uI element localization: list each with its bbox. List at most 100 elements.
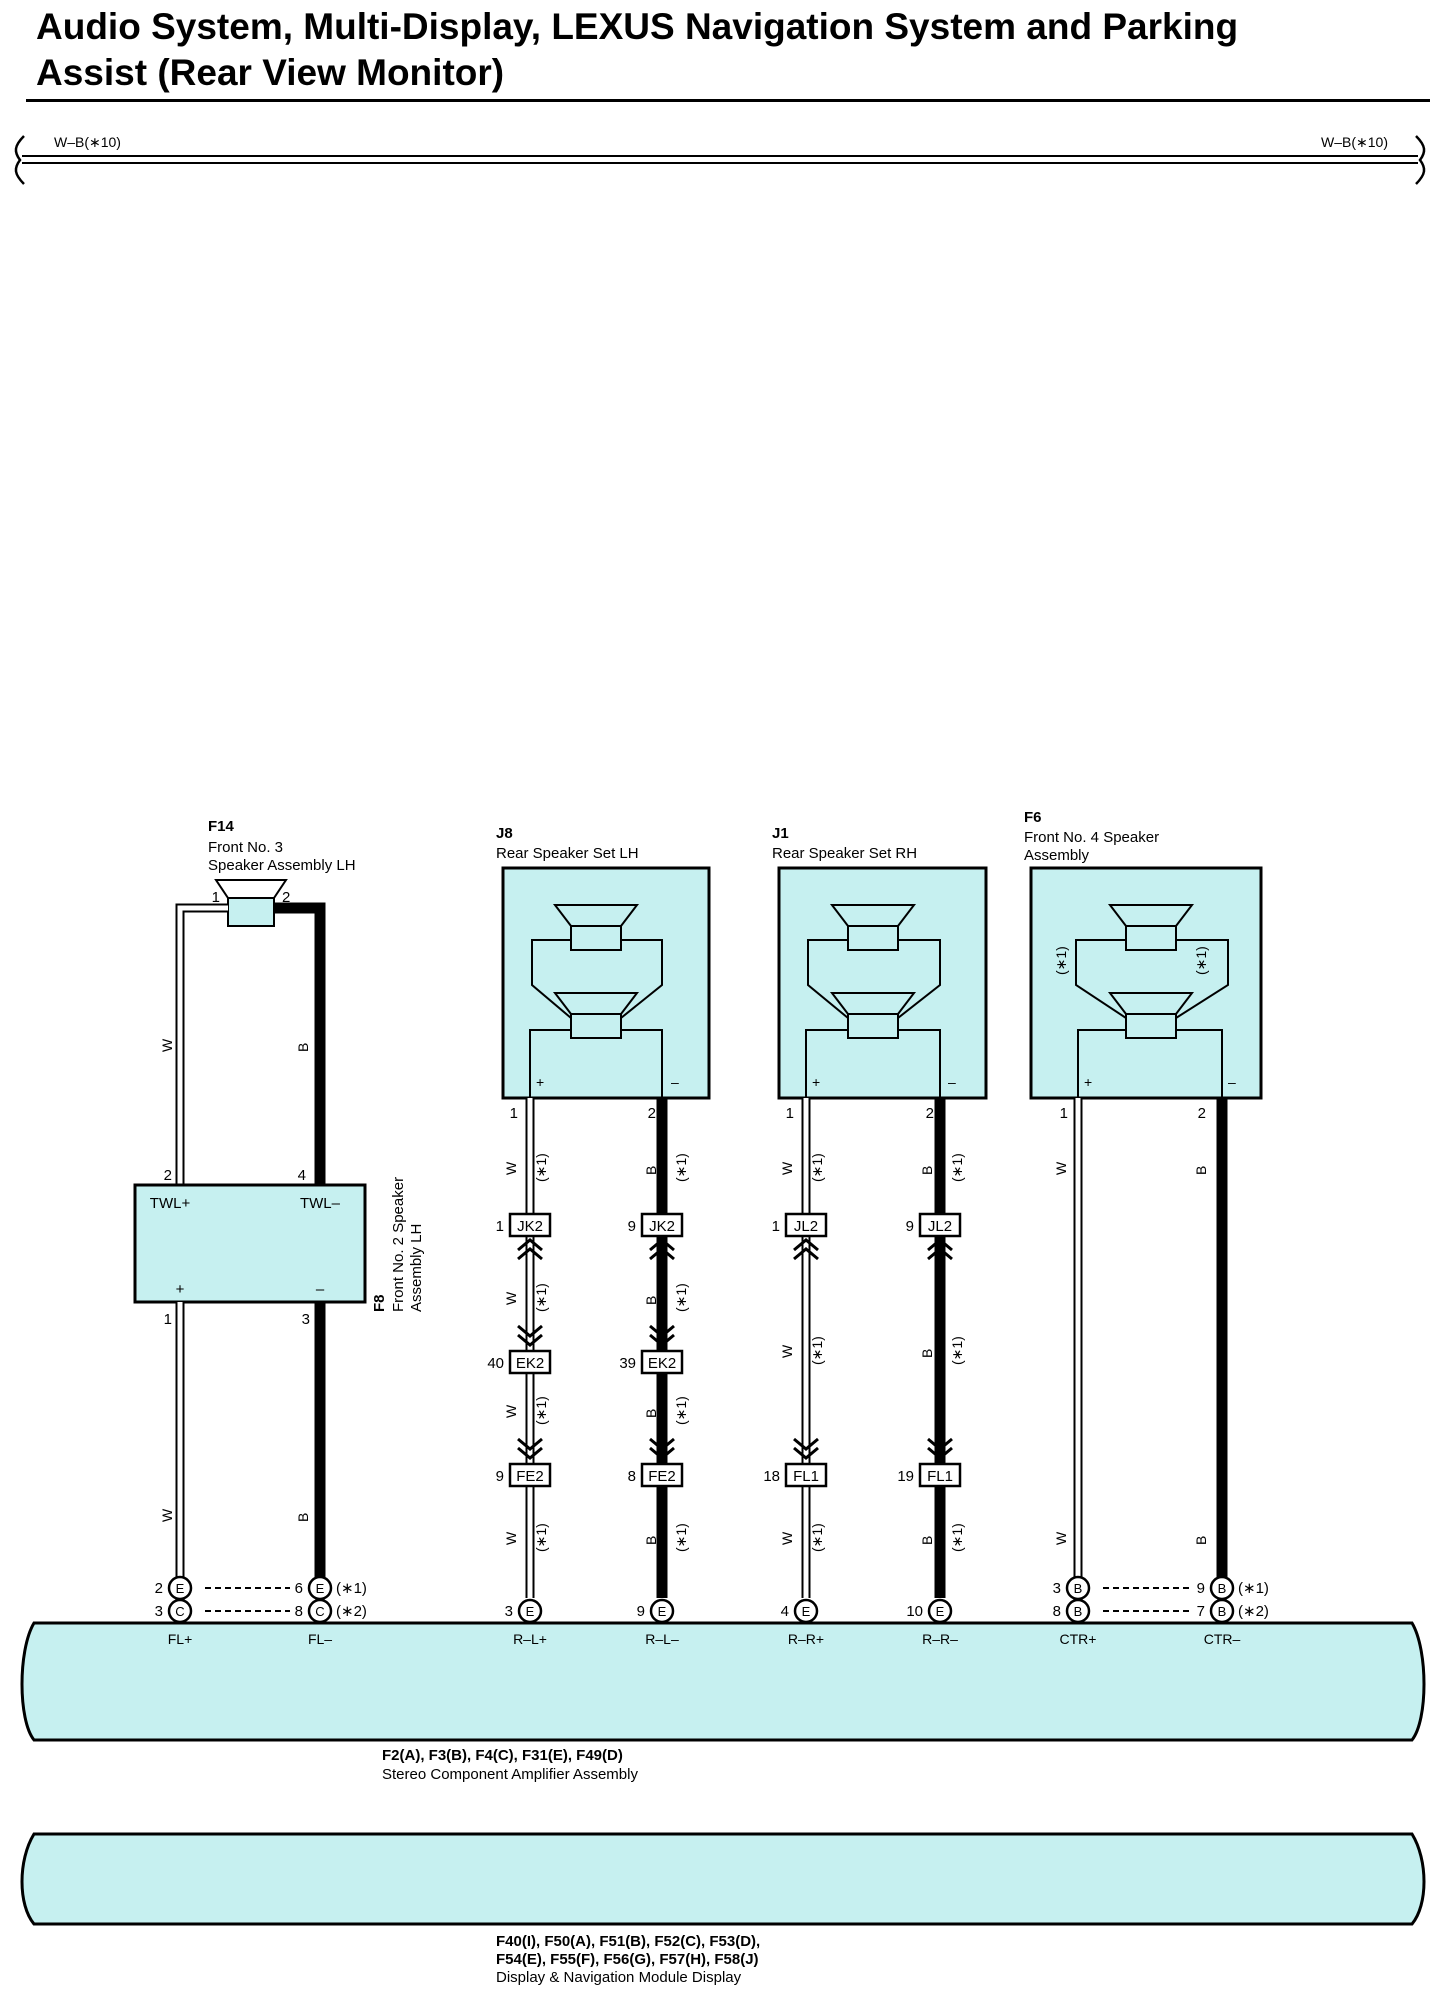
note-rl-plus-1: (∗1) bbox=[533, 1153, 549, 1182]
title-rule bbox=[26, 99, 1430, 102]
connector-fe2-right: FE2 8 bbox=[628, 1462, 684, 1488]
rl-minus-b-label-3: B bbox=[643, 1409, 659, 1418]
connector-fl1-right: FL1 19 bbox=[897, 1462, 962, 1488]
amp-terminal-ctr-plus: CTR+ bbox=[1060, 1631, 1097, 1647]
note-rl-minus-3: (∗1) bbox=[673, 1396, 689, 1425]
connector-jk2-right-name: JK2 bbox=[649, 1218, 675, 1235]
display-module-box bbox=[20, 1832, 1426, 1926]
connector-jk2-left-name: JK2 bbox=[517, 1218, 543, 1235]
j8-pin-plus: 1 bbox=[510, 1105, 518, 1122]
connector-ek2-right: EK2 39 bbox=[619, 1349, 684, 1375]
top-ground-wire: W–B(∗10) W–B(∗10) bbox=[14, 134, 1426, 185]
amp-pin-fl-minus-1-note: (∗1) bbox=[336, 1580, 367, 1597]
amp-terminal-fl-plus: FL+ bbox=[168, 1631, 193, 1647]
display-name: Display & Navigation Module Display bbox=[496, 1969, 742, 1986]
page-title-line-2: Assist (Rear View Monitor) bbox=[36, 52, 505, 93]
note-rr-plus-3: (∗1) bbox=[809, 1523, 825, 1552]
amp-terminal-rr-plus: R–R+ bbox=[788, 1631, 824, 1647]
chevron-up-icon bbox=[517, 1238, 543, 1261]
ctr-plus-w-label-2: W bbox=[1053, 1531, 1069, 1545]
amp-pin-rl-plus-num: 3 bbox=[505, 1603, 513, 1620]
note-rr-minus-2: (∗1) bbox=[949, 1336, 965, 1365]
amplifier-codes: F2(A), F3(B), F4(C), F31(E), F49(D) bbox=[382, 1747, 623, 1764]
left-wire-break bbox=[14, 135, 25, 185]
rr-plus-w-label-2: W bbox=[779, 1344, 795, 1358]
amp-pin-fl-minus-1: E 6 (∗1) bbox=[295, 1575, 367, 1601]
f6-name-1: Front No. 4 Speaker bbox=[1024, 829, 1159, 846]
amp-pin-ctr-plus-2-num: 8 bbox=[1053, 1603, 1061, 1620]
f8-pin-plus: 1 bbox=[164, 1311, 172, 1328]
rr-plus-w-label-3: W bbox=[779, 1531, 795, 1545]
amp-pin-ctr-minus-1-num: 9 bbox=[1197, 1580, 1205, 1597]
j8-speaker-group: J8 Rear Speaker Set LH + – bbox=[496, 825, 711, 1100]
amp-terminal-rl-plus: R–L+ bbox=[513, 1631, 547, 1647]
connector-fe2-left: FE2 9 bbox=[496, 1462, 552, 1488]
f14-pin-2: 2 bbox=[282, 889, 290, 906]
amp-pin-rr-minus: E 10 bbox=[906, 1598, 953, 1624]
ctr-minus-b-label-1: B bbox=[1193, 1166, 1209, 1175]
amp-pin-fl-plus-1-conn: E bbox=[176, 1581, 185, 1596]
amp-pin-rr-minus-conn: E bbox=[936, 1604, 945, 1619]
amp-pin-ctr-minus-2-note: (∗2) bbox=[1238, 1603, 1269, 1620]
note-rr-minus-3: (∗1) bbox=[949, 1523, 965, 1552]
j8-pin-minus: 2 bbox=[648, 1105, 656, 1122]
chevron-down-icon bbox=[517, 1324, 543, 1347]
j8-plus: + bbox=[536, 1074, 544, 1090]
connector-jl2-right: JL2 9 bbox=[906, 1212, 962, 1238]
connector-fe2-right-pin: 8 bbox=[628, 1468, 636, 1485]
f8-speaker-box: TWL+ TWL– + – bbox=[133, 1183, 367, 1304]
f8-pin-minus: 3 bbox=[302, 1311, 310, 1328]
chevron-down-icon bbox=[793, 1437, 819, 1460]
amp-terminal-rr-minus: R–R– bbox=[922, 1631, 958, 1647]
note-rl-minus-1: (∗1) bbox=[673, 1153, 689, 1182]
amplifier-name: Stereo Component Amplifier Assembly bbox=[382, 1766, 638, 1783]
connector-fl1-left-name: FL1 bbox=[793, 1468, 819, 1485]
j1-code: J1 bbox=[772, 825, 789, 842]
f14-w-wire-outline bbox=[175, 903, 228, 1185]
chevron-up-icon bbox=[793, 1238, 819, 1261]
amp-pin-fl-minus-2: C 8 (∗2) bbox=[295, 1598, 367, 1624]
j1-speaker-group: J1 Rear Speaker Set RH + – bbox=[772, 825, 988, 1100]
connector-fe2-right-name: FE2 bbox=[648, 1468, 676, 1485]
connector-fl1-right-name: FL1 bbox=[927, 1468, 953, 1485]
display-codes-2: F54(E), F55(F), F56(G), F57(H), F58(J) bbox=[496, 1951, 759, 1968]
amp-pin-ctr-plus-2: B 8 bbox=[1053, 1598, 1091, 1624]
top-wire-label-right: W–B(∗10) bbox=[1321, 134, 1388, 150]
amp-pin-ctr-plus-2-conn: B bbox=[1074, 1604, 1083, 1619]
chevron-down-icon bbox=[517, 1437, 543, 1460]
rr-minus-b-label-1: B bbox=[919, 1166, 935, 1175]
f8-twl-plus: TWL+ bbox=[150, 1195, 191, 1212]
j8-code: J8 bbox=[496, 825, 513, 842]
chevron-up-icon bbox=[927, 1238, 953, 1261]
rl-plus-w-label-4: W bbox=[503, 1531, 519, 1545]
display-codes-1: F40(I), F50(A), F51(B), F52(C), F53(D), bbox=[496, 1933, 760, 1950]
j1-name: Rear Speaker Set RH bbox=[772, 845, 917, 862]
chevron-down-icon bbox=[649, 1324, 675, 1347]
f6-name-2: Assembly bbox=[1024, 847, 1090, 864]
j1-pin-minus: 2 bbox=[926, 1105, 934, 1122]
amp-pin-rl-plus: E 3 bbox=[505, 1598, 543, 1624]
f6-lower-speaker-icon bbox=[1107, 992, 1195, 1039]
f6-plus: + bbox=[1084, 1074, 1092, 1090]
amp-pin-rr-plus-conn: E bbox=[802, 1604, 811, 1619]
f8-pin-twl-minus: 4 bbox=[298, 1167, 306, 1184]
j8-upper-speaker-icon bbox=[552, 904, 640, 951]
rl-plus-w-label-2: W bbox=[503, 1291, 519, 1305]
note-rl-plus-3: (∗1) bbox=[533, 1396, 549, 1425]
amp-pin-ctr-minus-1-conn: B bbox=[1218, 1581, 1227, 1596]
note-rl-plus-2: (∗1) bbox=[533, 1283, 549, 1312]
note-rr-plus-1: (∗1) bbox=[809, 1153, 825, 1182]
f6-speaker-group: F6 Front No. 4 Speaker Assembly + – (∗1)… bbox=[1024, 809, 1263, 1100]
connector-ek2-right-name: EK2 bbox=[648, 1355, 676, 1372]
f8-name-1: Front No. 2 Speaker bbox=[390, 1177, 407, 1312]
chevron-down-icon bbox=[649, 1437, 675, 1460]
note-rr-minus-1: (∗1) bbox=[949, 1153, 965, 1182]
amp-terminal-rl-minus: R–L– bbox=[645, 1631, 679, 1647]
connector-fe2-left-name: FE2 bbox=[516, 1468, 544, 1485]
amp-pin-fl-plus-2: C 3 bbox=[155, 1598, 193, 1624]
j1-lower-speaker-icon bbox=[829, 992, 917, 1039]
f8-b-label: B bbox=[295, 1513, 311, 1522]
connector-fl1-left-pin: 18 bbox=[763, 1468, 780, 1485]
j1-minus: – bbox=[948, 1074, 956, 1090]
f14-code: F14 bbox=[208, 818, 235, 835]
